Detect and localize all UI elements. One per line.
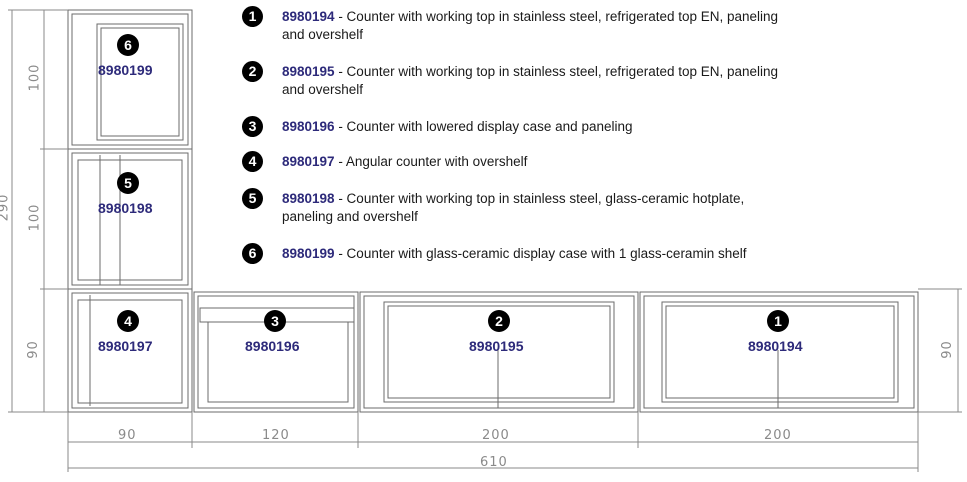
unit-2-code: 8980195 — [469, 338, 524, 354]
unit-5-outline — [67, 148, 193, 290]
product-description-cont: paneling and overshelf — [282, 209, 418, 224]
legend-text: 8980194 - Counter with working top in st… — [282, 8, 842, 44]
number-badge: 4 — [242, 151, 263, 172]
legend-text: 8980199 - Counter with glass-ceramic dis… — [282, 245, 842, 263]
dim-width-120: 120 — [262, 428, 290, 443]
legend-text: 8980195 - Counter with working top in st… — [282, 63, 842, 99]
dim-height-90: 90 — [25, 340, 41, 359]
product-code: 8980198 — [282, 191, 335, 206]
unit-4-code: 8980197 — [98, 338, 153, 354]
product-description: - Counter with working top in stainless … — [334, 9, 779, 24]
number-badge: 2 — [242, 61, 263, 82]
unit-3-code: 8980196 — [245, 338, 300, 354]
dim-total-width: 610 — [480, 455, 508, 470]
unit-2-outline — [359, 291, 639, 413]
dim-width-200-b: 200 — [764, 428, 792, 443]
legend-text: 8980198 - Counter with working top in st… — [282, 190, 842, 226]
product-description: - Counter with glass-ceramic display cas… — [334, 246, 747, 261]
unit-6-outline — [67, 9, 193, 150]
unit-5-code: 8980198 — [98, 200, 153, 216]
unit-1-badge: 1 — [767, 310, 789, 332]
number-badge: 3 — [242, 116, 263, 137]
legend-text: 8980196 - Counter with lowered display c… — [282, 118, 842, 136]
dim-right-height: 90 — [939, 340, 955, 359]
dim-width-90: 90 — [118, 428, 137, 443]
unit-5-badge: 5 — [117, 172, 139, 194]
product-code: 8980195 — [282, 64, 335, 79]
number-badge: 5 — [242, 188, 263, 209]
unit-1-code: 8980194 — [748, 338, 803, 354]
dim-total-height: 290 — [0, 193, 12, 222]
product-code: 8980196 — [282, 119, 335, 134]
product-code: 8980194 — [282, 9, 335, 24]
product-code: 8980199 — [282, 246, 335, 261]
product-description-cont: and overshelf — [282, 27, 364, 42]
dim-height-100-a: 100 — [27, 63, 43, 92]
product-description: - Counter with working top in stainless … — [334, 191, 745, 206]
dimension-lines — [8, 9, 962, 472]
unit-1-outline — [639, 291, 919, 413]
product-code: 8980197 — [282, 154, 335, 169]
unit-2-badge: 2 — [488, 310, 510, 332]
number-badge: 1 — [242, 6, 263, 27]
product-description-cont: and overshelf — [282, 82, 364, 97]
unit-4-outline — [67, 288, 193, 413]
product-description: - Counter with working top in stainless … — [334, 64, 779, 79]
number-badge: 6 — [242, 243, 263, 264]
legend-text: 8980197 - Angular counter with overshelf — [282, 153, 842, 171]
unit-6-badge: 6 — [117, 34, 139, 56]
product-description: - Counter with lowered display case and … — [334, 119, 633, 134]
dim-width-200-a: 200 — [482, 428, 510, 443]
product-description: - Angular counter with overshelf — [334, 154, 528, 169]
unit-4-badge: 4 — [117, 310, 139, 332]
dim-height-100-b: 100 — [27, 203, 43, 232]
unit-3-badge: 3 — [264, 310, 286, 332]
unit-6-code: 8980199 — [98, 62, 153, 78]
